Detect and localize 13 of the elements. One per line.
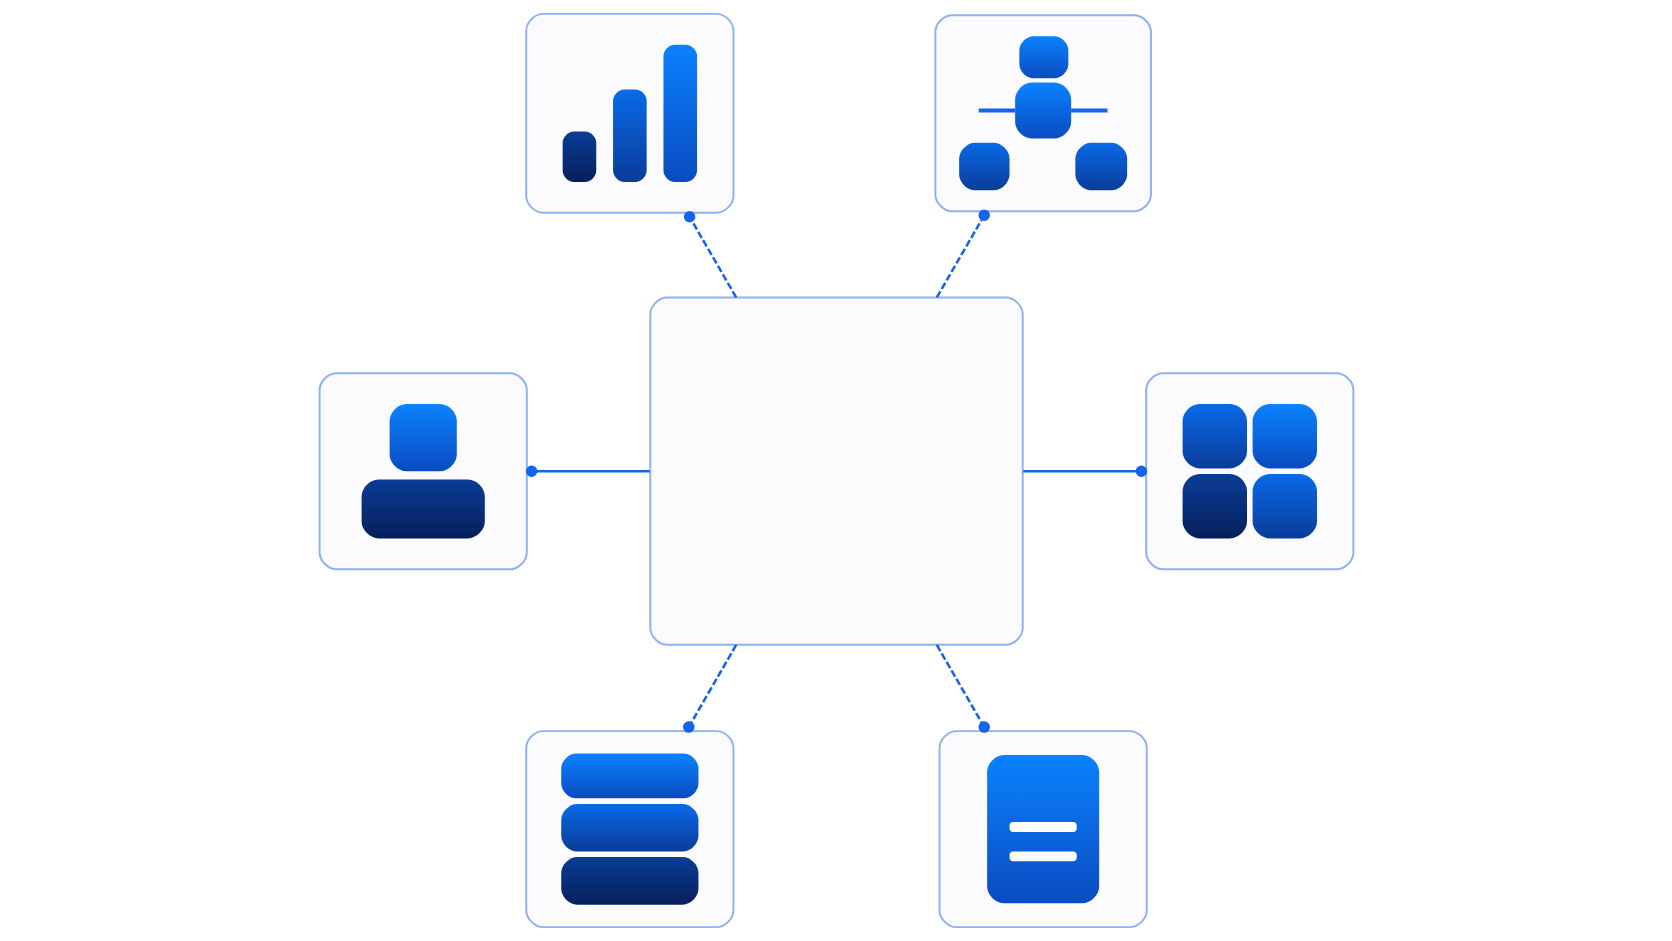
connector	[935, 209, 990, 299]
node-picture	[933, 14, 1152, 213]
node-picture	[524, 12, 734, 214]
connector	[683, 211, 737, 299]
node-box	[648, 296, 1024, 646]
node-picture	[524, 730, 734, 929]
node-picture	[318, 372, 528, 571]
connector	[525, 465, 650, 477]
node-picture	[1144, 372, 1354, 571]
connector	[1022, 465, 1147, 477]
connector	[682, 644, 737, 733]
connector	[935, 644, 990, 733]
node-picture	[938, 730, 1148, 929]
